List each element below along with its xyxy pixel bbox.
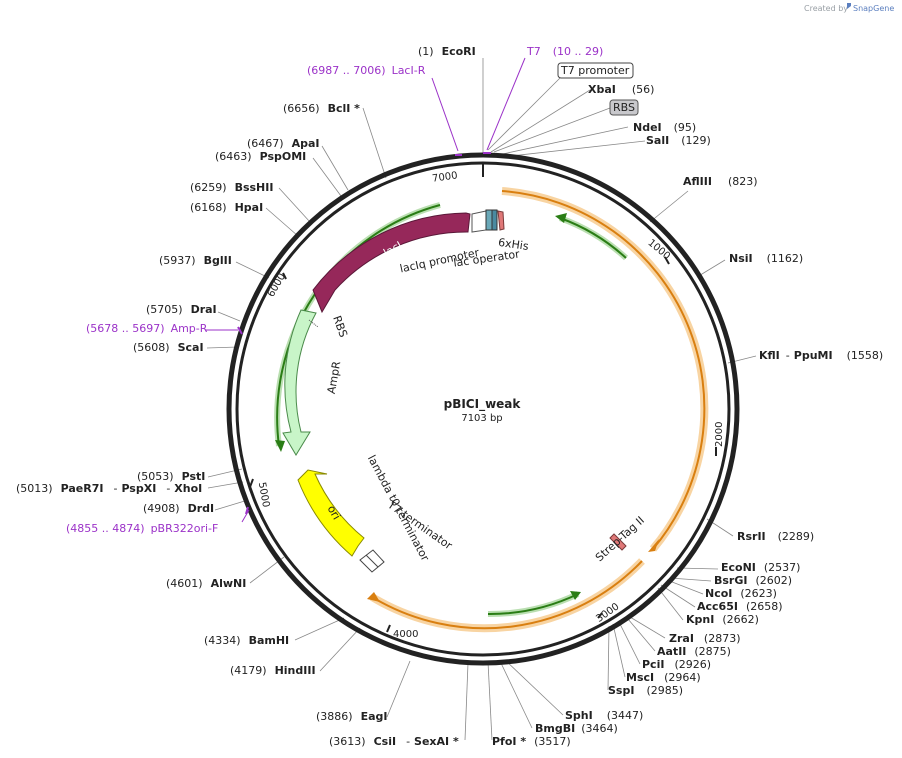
- plasmid-name: pBICI_weak: [444, 397, 522, 412]
- site-zrai[interactable]: ZraI(2873): [669, 632, 741, 645]
- primer-pbr322ori-f[interactable]: (4855 .. 4874)pBR322ori-F: [66, 522, 218, 535]
- site-apai[interactable]: (6467)ApaI: [247, 137, 319, 150]
- site-eagi[interactable]: (3886)EagI: [316, 710, 387, 723]
- t7-promoter-box[interactable]: [557, 62, 634, 79]
- site-bcli[interactable]: (6656)BclI *: [283, 102, 360, 115]
- primer-laci-r[interactable]: (6987 .. 7006)LacI-R: [307, 64, 426, 77]
- site-hindiii[interactable]: (4179)HindIII: [230, 664, 316, 677]
- site-leader-lines: [206, 58, 757, 741]
- green-arc-bottom-head: [570, 591, 581, 600]
- site-ncoi[interactable]: NcoI(2623): [705, 587, 777, 600]
- site-bsrgi[interactable]: BsrGI(2602): [714, 574, 792, 587]
- site-pcii[interactable]: PciI(2926): [642, 658, 711, 671]
- site-drai[interactable]: (5705)DraI: [146, 303, 217, 316]
- site-sphi[interactable]: SphI(3447): [565, 709, 643, 722]
- site-pspomi[interactable]: (6463)PspOMI: [215, 150, 306, 163]
- primer-amp-r[interactable]: (5678 .. 5697)Amp-R: [86, 322, 208, 335]
- t7-promoter-label: T7 promoter: [560, 64, 630, 77]
- ampr-feature[interactable]: [282, 309, 317, 456]
- ampr-label: AmpR: [325, 360, 344, 395]
- site-ecori[interactable]: (1)EcoRI: [418, 45, 476, 58]
- tick-7000: 7000: [432, 170, 459, 184]
- site-ndei[interactable]: NdeI(95): [633, 121, 696, 134]
- plasmid-length: 7103 bp: [461, 413, 502, 424]
- lacI-feature[interactable]: [312, 212, 471, 314]
- primer-labels: T7(10 .. 29) (6987 .. 7006)LacI-R (5678 …: [66, 45, 603, 535]
- lac-operator-feature[interactable]: [485, 209, 493, 231]
- site-labels: (1)EcoRI XbaI(56) NdeI(95) SalI(129) Afl…: [16, 45, 883, 748]
- credit-prefix: Created by: [804, 4, 848, 13]
- tick-marks: [249, 163, 717, 633]
- ori-label: ori: [325, 503, 343, 522]
- rbs-label: RBS: [330, 314, 350, 339]
- site-csii[interactable]: (3613)CsiI-SexAI *: [329, 735, 459, 748]
- primer-leader-lines: [205, 57, 526, 523]
- primer-t7[interactable]: T7(10 .. 29): [526, 45, 603, 58]
- strep-feature[interactable]: [609, 533, 627, 551]
- green-arc-left: [276, 204, 441, 447]
- site-kpni[interactable]: KpnI(2662): [686, 613, 759, 626]
- rbs-box-label: RBS: [613, 101, 635, 114]
- insert-arc2-head: [367, 592, 380, 602]
- site-rsrii[interactable]: RsrII(2289): [737, 530, 814, 543]
- site-aatii[interactable]: AatII(2875): [657, 645, 731, 658]
- site-hpai[interactable]: (6168)HpaI: [190, 201, 263, 214]
- site-sspi[interactable]: SspI(2985): [608, 684, 683, 697]
- site-econi[interactable]: EcoNI(2537): [721, 561, 800, 574]
- site-drdi[interactable]: (4908)DrdI: [143, 502, 214, 515]
- site-msci[interactable]: MscI(2964): [626, 671, 701, 684]
- insert-arc-head: [648, 539, 659, 552]
- backbone-outer: [226, 152, 740, 666]
- site-pfoi[interactable]: PfoI *(3517): [492, 735, 571, 748]
- laciq-promoter-feature[interactable]: [471, 210, 487, 233]
- site-alwni[interactable]: (4601)AlwNI: [166, 577, 246, 590]
- site-scai[interactable]: (5608)ScaI: [133, 341, 204, 354]
- site-acc65i[interactable]: Acc65I(2658): [697, 600, 783, 613]
- tick-2000: 2000: [714, 422, 725, 447]
- site-bglii[interactable]: (5937)BglII: [159, 254, 232, 267]
- snapgene-logo-icon: [847, 3, 851, 9]
- site-nsii[interactable]: NsiI(1162): [729, 252, 803, 265]
- site-sali[interactable]: SalI(129): [646, 134, 711, 147]
- green-arc-top-head: [555, 213, 567, 223]
- primer-marks: [237, 152, 491, 515]
- green-arc-left-head: [275, 440, 285, 452]
- terminator-glyph[interactable]: [359, 549, 385, 573]
- insert-arc: [501, 190, 706, 550]
- site-bamhi[interactable]: (4334)BamHI: [204, 634, 289, 647]
- site-xbai[interactable]: XbaI(56): [588, 83, 654, 96]
- green-arc-top: [559, 217, 627, 259]
- insert-arc2: [371, 560, 643, 630]
- tick-5000: 5000: [256, 481, 271, 508]
- his-feature-box[interactable]: [491, 209, 498, 231]
- site-bmgbi[interactable]: BmgBI(3464): [535, 722, 618, 735]
- site-bsshii[interactable]: (6259)BssHII: [190, 181, 273, 194]
- tick-4000: 4000: [393, 629, 418, 640]
- his-label: 6xHis: [497, 236, 529, 253]
- site-kfli[interactable]: KflI-PpuMI(1558): [759, 349, 883, 362]
- site-afliii[interactable]: AflIII(823): [683, 175, 758, 188]
- rbs-box[interactable]: [609, 99, 639, 116]
- credit-brand[interactable]: SnapGene: [853, 4, 894, 13]
- ori-feature[interactable]: [297, 469, 365, 557]
- site-psti[interactable]: (5053)PstI: [137, 470, 205, 483]
- green-arc-bottom: [487, 593, 579, 616]
- strep-label: Strep-Tag II: [593, 514, 647, 564]
- rbs-top-feature[interactable]: [497, 210, 505, 231]
- site-paer7i[interactable]: (5013)PaeR7I-PspXI-XhoI: [16, 482, 202, 495]
